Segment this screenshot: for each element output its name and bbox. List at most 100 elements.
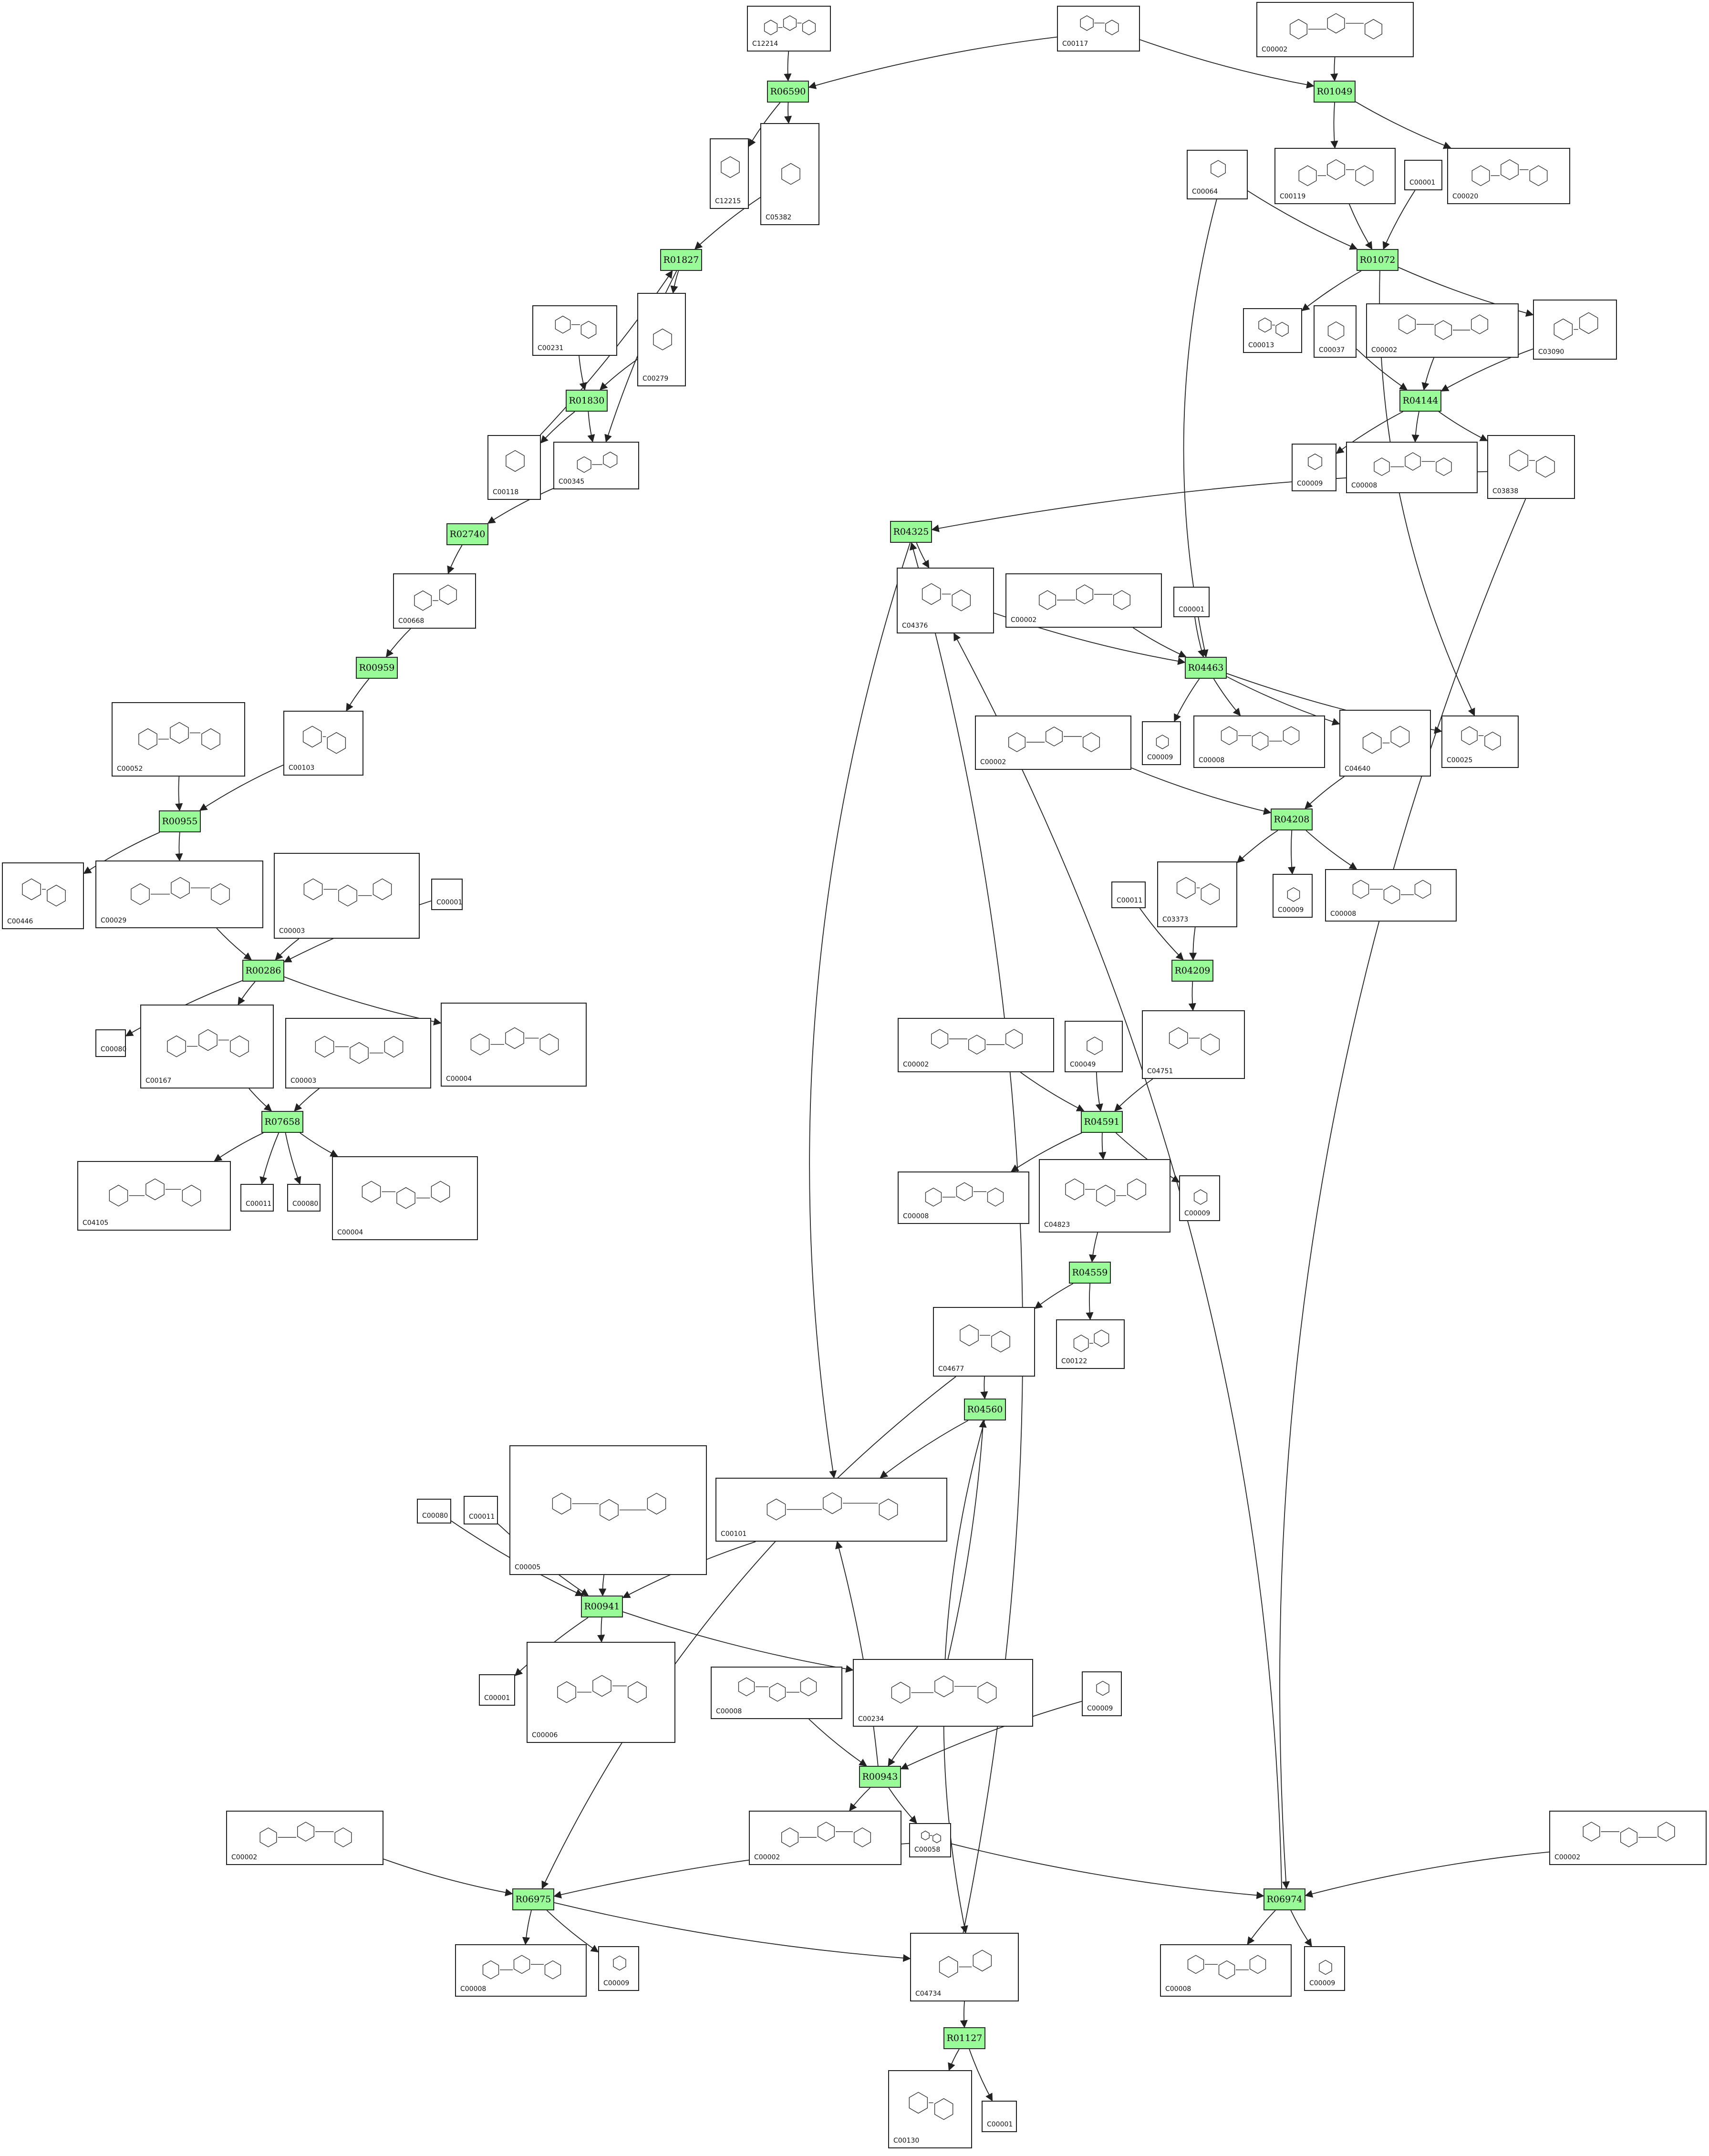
compound-c00001_e[interactable]: C00001 (982, 2101, 1017, 2132)
compound-c00006[interactable]: C00006 (527, 1642, 675, 1743)
compound-c00001_d[interactable]: C00001 (479, 1674, 515, 1706)
compound-c00011_c[interactable]: C00011 (464, 1496, 498, 1524)
compound-c12215[interactable]: C12215 (710, 138, 749, 209)
compound-c00058[interactable]: C00058 (909, 1823, 951, 1857)
compound-c00002_e[interactable]: C00002 (898, 1018, 1054, 1072)
compound-c00002_g[interactable]: C00002 (226, 1811, 383, 1865)
compound-c00001_b[interactable]: C00001 (1173, 587, 1210, 617)
reaction-R04560[interactable]: R04560 (964, 1399, 1006, 1420)
reaction-R00943[interactable]: R00943 (859, 1766, 901, 1788)
compound-c04823[interactable]: C04823 (1039, 1159, 1170, 1233)
compound-c00005[interactable]: C00005 (509, 1445, 707, 1575)
compound-c12214[interactable]: C12214 (747, 6, 831, 52)
compound-c00004_b[interactable]: C00004 (332, 1156, 478, 1240)
compound-c00020[interactable]: C00020 (1447, 148, 1570, 204)
compound-c00064[interactable]: C00064 (1187, 150, 1248, 199)
reaction-R01127[interactable]: R01127 (943, 2027, 985, 2049)
reaction-R00941[interactable]: R00941 (581, 1596, 623, 1617)
compound-c00130[interactable]: C00130 (888, 2070, 972, 2148)
compound-c00049[interactable]: C00049 (1065, 1021, 1123, 1072)
compound-c00008_c[interactable]: C00008 (1325, 869, 1457, 922)
compound-c00004[interactable]: C00004 (441, 1003, 587, 1087)
compound-c00008_b[interactable]: C00008 (1193, 715, 1325, 768)
compound-c00025[interactable]: C00025 (1441, 715, 1519, 768)
compound-c04751[interactable]: C04751 (1142, 1010, 1245, 1079)
compound-c03373[interactable]: C03373 (1157, 861, 1237, 927)
compound-c00002_f[interactable]: C00002 (749, 1811, 901, 1865)
compound-c00013[interactable]: C00013 (1243, 308, 1302, 353)
reaction-R07658[interactable]: R07658 (261, 1111, 303, 1133)
compound-c00080_a[interactable]: C00080 (95, 1029, 126, 1057)
compound-c00008_g[interactable]: C00008 (1160, 1944, 1292, 1997)
compound-c00668[interactable]: C00668 (393, 573, 476, 629)
reaction-R01049[interactable]: R01049 (1314, 81, 1356, 103)
reaction-R01072[interactable]: R01072 (1357, 249, 1398, 271)
compound-c04734[interactable]: C04734 (910, 1933, 1019, 2001)
compound-c00234[interactable]: C00234 (853, 1659, 1033, 1727)
compound-c00117[interactable]: C00117 (1057, 6, 1140, 52)
compound-c00009_f[interactable]: C00009 (598, 1946, 639, 1991)
compound-c04677[interactable]: C04677 (933, 1307, 1035, 1377)
reaction-R00959[interactable]: R00959 (356, 657, 398, 679)
compound-c00009_e[interactable]: C00009 (1082, 1671, 1122, 1716)
reaction-R04208[interactable]: R04208 (1271, 808, 1313, 830)
compound-c00080_b[interactable]: C00080 (287, 1184, 321, 1212)
compound-c04640[interactable]: C04640 (1339, 710, 1431, 777)
reaction-R01830[interactable]: R01830 (566, 390, 608, 412)
reaction-R01827[interactable]: R01827 (660, 249, 702, 271)
compound-c00118[interactable]: C00118 (487, 435, 541, 500)
compound-c00008_e[interactable]: C00008 (711, 1667, 842, 1719)
reaction-R04209[interactable]: R04209 (1171, 960, 1213, 982)
reaction-R00955[interactable]: R00955 (159, 810, 201, 832)
compound-c00008_f[interactable]: C00008 (455, 1944, 587, 1997)
compound-c00002_h[interactable]: C00002 (1549, 1811, 1707, 1865)
reaction-R04325[interactable]: R04325 (890, 521, 932, 543)
compound-c00279[interactable]: C00279 (637, 293, 686, 386)
compound-c00009_a[interactable]: C00009 (1292, 444, 1336, 491)
reaction-R02740[interactable]: R02740 (446, 523, 488, 545)
compound-c00002_d[interactable]: C00002 (975, 715, 1131, 770)
compound-c00103[interactable]: C00103 (283, 711, 363, 776)
compound-c00122[interactable]: C00122 (1056, 1319, 1125, 1369)
compound-c00231[interactable]: C00231 (532, 305, 617, 356)
compound-c00002_c[interactable]: C00002 (1005, 573, 1162, 628)
compound-c00037[interactable]: C00037 (1314, 305, 1357, 358)
compound-c00052[interactable]: C00052 (112, 702, 245, 777)
compound-c00001_a[interactable]: C00001 (1404, 160, 1442, 190)
ring-shape (338, 884, 357, 907)
compound-c00029[interactable]: C00029 (95, 860, 263, 928)
compound-c05382[interactable]: C05382 (760, 123, 819, 225)
reaction-R06590[interactable]: R06590 (767, 81, 809, 103)
compound-c04376[interactable]: C04376 (897, 568, 994, 633)
compound-c00009_d[interactable]: C00009 (1179, 1175, 1220, 1221)
compound-c00008_d[interactable]: C00008 (898, 1171, 1029, 1224)
compound-c00002_a[interactable]: C00002 (1256, 2, 1414, 57)
compound-c00009_c[interactable]: C00009 (1273, 874, 1313, 918)
ring-shape (1352, 880, 1369, 899)
compound-c03090[interactable]: C03090 (1533, 300, 1617, 360)
compound-c00345[interactable]: C00345 (553, 442, 639, 489)
compound-c00101[interactable]: C00101 (715, 1478, 947, 1542)
reaction-R06975[interactable]: R06975 (512, 1888, 554, 1910)
compound-c00011_b[interactable]: C00011 (240, 1184, 274, 1212)
reaction-R04591[interactable]: R04591 (1081, 1111, 1123, 1133)
reaction-R06974[interactable]: R06974 (1264, 1888, 1305, 1910)
compound-c00003_a[interactable]: C00003 (274, 853, 420, 939)
compound-c00011_a[interactable]: C00011 (1111, 881, 1146, 908)
compound-c00119[interactable]: C00119 (1274, 148, 1396, 204)
compound-c00008_a[interactable]: C00008 (1346, 442, 1478, 493)
compound-c00001_c[interactable]: C00001 (431, 879, 463, 910)
compound-c03838[interactable]: C03838 (1487, 435, 1575, 499)
compound-c00080_c[interactable]: C00080 (417, 1499, 451, 1524)
compound-c04105[interactable]: C04105 (77, 1161, 231, 1231)
reaction-R04463[interactable]: R04463 (1185, 657, 1227, 679)
compound-c00009_g[interactable]: C00009 (1304, 1946, 1345, 1991)
compound-c00167[interactable]: C00167 (140, 1005, 274, 1088)
compound-c00002_b[interactable]: C00002 (1366, 303, 1519, 358)
compound-c00446[interactable]: C00446 (2, 862, 84, 929)
compound-c00003_b[interactable]: C00003 (285, 1018, 431, 1088)
reaction-R04559[interactable]: R04559 (1069, 1262, 1111, 1284)
reaction-R00286[interactable]: R00286 (242, 960, 284, 982)
compound-c00009_b[interactable]: C00009 (1142, 721, 1181, 765)
reaction-R04144[interactable]: R04144 (1399, 390, 1441, 412)
